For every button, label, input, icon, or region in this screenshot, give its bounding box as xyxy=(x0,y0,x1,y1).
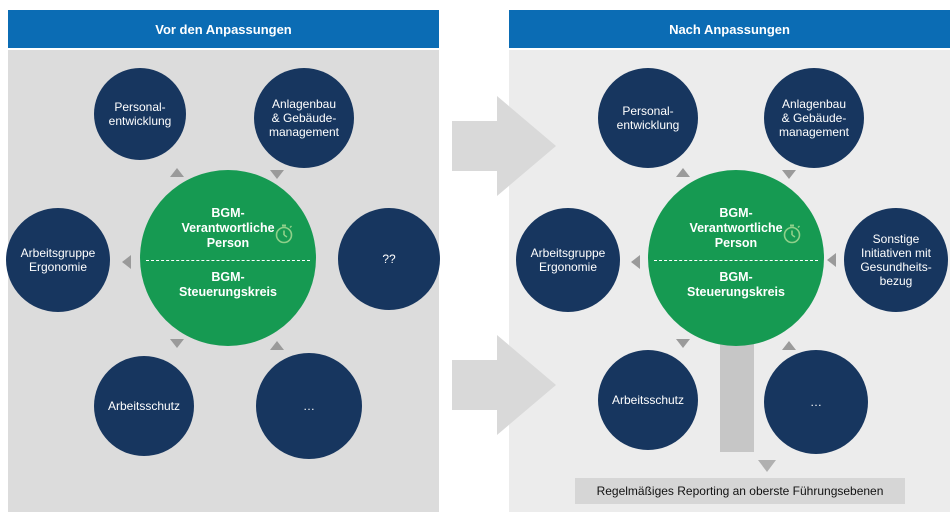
before-node-more-label: … xyxy=(303,399,315,413)
after-node-anlagenbau-label: Anlagenbau & Gebäude- management xyxy=(778,97,850,139)
after-node-personalentwicklung: Personal- entwicklung xyxy=(598,68,698,168)
after-node-anlagenbau: Anlagenbau & Gebäude- management xyxy=(764,68,864,168)
after-node-personalentwicklung-label: Personal- entwicklung xyxy=(616,104,680,132)
before-node-ergonomie: Arbeitsgruppe Ergonomie xyxy=(6,208,110,312)
transition-arrow-bottom xyxy=(452,335,556,435)
after-node-arbeitsschutz: Arbeitsschutz xyxy=(598,350,698,450)
before-center-circle: BGM- Verantwortliche Person BGM- Steueru… xyxy=(140,170,316,346)
after-arrow-more xyxy=(782,341,796,350)
after-node-sonstige-label: Sonstige Initiativen mit Gesundheits- be… xyxy=(860,232,932,288)
after-arrow-ergonomie xyxy=(631,255,640,269)
after-center-circle: BGM- Verantwortliche Person BGM- Steueru… xyxy=(648,170,824,346)
after-node-ergonomie: Arbeitsgruppe Ergonomie xyxy=(516,208,620,312)
before-node-anlagenbau: Anlagenbau & Gebäude- management xyxy=(254,68,354,168)
before-node-arbeitsschutz: Arbeitsschutz xyxy=(94,356,194,456)
after-node-arbeitsschutz-label: Arbeitsschutz xyxy=(611,393,685,407)
before-node-anlagenbau-label: Anlagenbau & Gebäude- management xyxy=(268,97,340,139)
before-node-unknown-label: ?? xyxy=(382,252,396,266)
after-arrow-anlagen xyxy=(782,170,796,179)
before-node-arbeitsschutz-label: Arbeitsschutz xyxy=(107,399,181,413)
before-arrow-more xyxy=(270,341,284,350)
transition-arrow-top xyxy=(452,96,556,196)
after-node-more-label: … xyxy=(810,395,822,409)
before-node-unknown: ?? xyxy=(338,208,440,310)
before-arrow-arbeitsschutz xyxy=(170,339,184,348)
before-arrow-anlagen xyxy=(270,170,284,179)
after-arrow-sonstige xyxy=(827,253,836,267)
reporting-box: Regelmäßiges Reporting an oberste Führun… xyxy=(575,478,905,504)
reporting-arrow xyxy=(758,460,776,472)
after-center-divider xyxy=(654,260,818,261)
before-center-divider xyxy=(146,260,310,261)
before-arrow-ergonomie xyxy=(122,255,131,269)
before-node-personalentwicklung: Personal- entwicklung xyxy=(94,68,186,160)
after-center-bottom-label: BGM- Steuerungskreis xyxy=(687,270,785,299)
before-node-personalentwicklung-label: Personal- entwicklung xyxy=(108,100,172,128)
after-node-sonstige: Sonstige Initiativen mit Gesundheits- be… xyxy=(844,208,948,312)
after-node-more: … xyxy=(764,350,868,454)
before-arrow-personal xyxy=(170,168,184,177)
stopwatch-icon xyxy=(275,224,293,244)
after-center-top-label: BGM- Verantwortliche Person xyxy=(689,206,783,250)
after-header: Nach Anpassungen xyxy=(509,10,950,48)
before-node-more: … xyxy=(256,353,362,459)
before-header: Vor den Anpassungen xyxy=(8,10,439,48)
before-center-top-label: BGM- Verantwortliche Person xyxy=(181,206,275,250)
after-node-ergonomie-label: Arbeitsgruppe Ergonomie xyxy=(530,246,606,274)
after-arrow-arbeitsschutz xyxy=(676,339,690,348)
after-arrow-personal xyxy=(676,168,690,177)
stopwatch-icon xyxy=(783,224,801,244)
before-center-bottom-label: BGM- Steuerungskreis xyxy=(179,270,277,299)
before-node-ergonomie-label: Arbeitsgruppe Ergonomie xyxy=(20,246,96,274)
